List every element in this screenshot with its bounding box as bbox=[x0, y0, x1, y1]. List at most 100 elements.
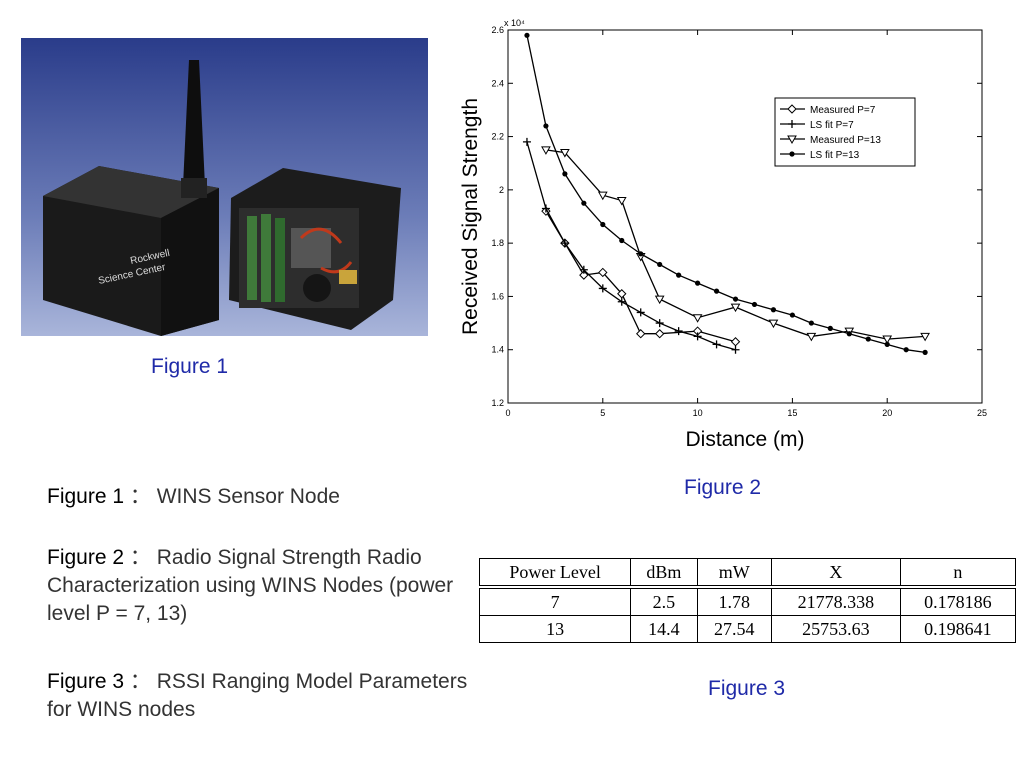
data-point-series-1 bbox=[522, 137, 531, 146]
data-point-series-2 bbox=[597, 191, 608, 201]
data-point-series-1 bbox=[598, 284, 607, 293]
description-figure-1: Figure 1 ： WINS Sensor Node bbox=[47, 483, 472, 511]
data-point-series-1 bbox=[731, 345, 740, 354]
header-mw: mW bbox=[696, 558, 773, 589]
description-label: Figure 1 bbox=[47, 485, 125, 508]
description-label: Figure 2 bbox=[47, 546, 125, 569]
data-point-series-2 bbox=[806, 332, 817, 342]
data-point-series-3 bbox=[922, 349, 928, 355]
x-tick-label: 20 bbox=[882, 408, 892, 418]
data-point-series-2 bbox=[920, 332, 930, 342]
description-label: Figure 3 bbox=[47, 670, 125, 693]
data-point-series-1 bbox=[655, 319, 664, 328]
cell-n: 0.178186 bbox=[899, 586, 1017, 616]
data-point-series-3 bbox=[562, 171, 568, 177]
legend-label: Measured P=13 bbox=[810, 135, 881, 146]
table-row: 7 2.5 1.78 21778.338 0.178186 bbox=[478, 586, 1017, 616]
description-separator: ： bbox=[129, 546, 151, 569]
x-tick-label: 5 bbox=[600, 408, 605, 418]
data-point-series-1 bbox=[712, 340, 721, 349]
cell-mw: 27.54 bbox=[696, 615, 773, 643]
y-multiplier-label: x 10⁴ bbox=[504, 18, 525, 28]
data-point-series-1 bbox=[560, 239, 569, 248]
header-dbm: dBm bbox=[630, 558, 698, 589]
cell-x: 25753.63 bbox=[771, 615, 901, 643]
legend-marker bbox=[789, 151, 795, 157]
data-point-series-3 bbox=[732, 296, 739, 302]
data-point-series-1 bbox=[636, 308, 645, 317]
y-axis-label: Received Signal Strength bbox=[459, 98, 482, 335]
data-point-series-1 bbox=[674, 327, 683, 336]
y-tick-label: 1.4 bbox=[491, 345, 504, 355]
data-point-series-3 bbox=[808, 320, 814, 326]
description-text: WINS Sensor Node bbox=[156, 485, 340, 508]
series-line-0 bbox=[545, 210, 736, 343]
cell-n: 0.198641 bbox=[899, 615, 1017, 643]
data-point-series-2 bbox=[692, 314, 703, 323]
y-tick-label: 2 bbox=[499, 185, 504, 195]
cell-power-level: 7 bbox=[478, 586, 632, 616]
data-point-series-3 bbox=[903, 347, 909, 353]
legend-label: LS fit P=7 bbox=[810, 120, 854, 131]
data-point-series-0 bbox=[730, 337, 741, 347]
data-point-series-3 bbox=[695, 280, 701, 286]
table-header-row: Power Level dBm mW X n bbox=[478, 558, 1017, 589]
data-point-series-3 bbox=[751, 301, 758, 308]
table-row: 13 14.4 27.54 25753.63 0.198641 bbox=[478, 615, 1017, 643]
data-point-series-1 bbox=[693, 332, 702, 341]
data-point-series-1 bbox=[579, 265, 588, 274]
cell-x: 21778.338 bbox=[771, 586, 901, 616]
data-point-series-3 bbox=[581, 200, 587, 206]
description-figure-3: Figure 3 ： RSSI Ranging Model Parameters… bbox=[47, 668, 472, 724]
data-point-series-3 bbox=[846, 331, 852, 337]
series-line-1 bbox=[526, 141, 736, 351]
header-n: n bbox=[899, 558, 1017, 589]
data-point-series-1 bbox=[617, 297, 626, 306]
figure-1-caption: Figure 1 bbox=[151, 355, 229, 378]
x-tick-label: 25 bbox=[977, 408, 987, 418]
cell-dbm: 2.5 bbox=[630, 586, 698, 616]
x-tick-label: 10 bbox=[693, 408, 703, 418]
data-point-series-3 bbox=[543, 123, 549, 129]
data-point-series-0 bbox=[598, 267, 608, 278]
data-point-series-2 bbox=[654, 295, 665, 305]
description-figure-2: Figure 2 ： Radio Signal Strength Radio C… bbox=[47, 544, 472, 628]
data-point-series-3 bbox=[524, 32, 530, 38]
data-point-series-3 bbox=[657, 261, 663, 268]
figure-2-caption: Figure 2 bbox=[684, 476, 762, 499]
rssi-parameters-table: Power Level dBm mW X n 7 2.5 1.78 21778.… bbox=[478, 558, 1017, 643]
data-point-series-3 bbox=[600, 221, 606, 228]
data-point-series-3 bbox=[676, 272, 682, 278]
wins-sensor-node-photo: Rockwell Science Center bbox=[21, 38, 428, 336]
description-separator: ： bbox=[129, 485, 151, 508]
y-tick-label: 1.6 bbox=[491, 291, 504, 301]
data-point-series-2 bbox=[541, 146, 551, 155]
header-power-level: Power Level bbox=[478, 558, 632, 589]
data-point-series-1 bbox=[541, 204, 550, 213]
legend-label: Measured P=7 bbox=[810, 105, 876, 116]
description-text: Radio Signal Strength Radio Characteriza… bbox=[47, 546, 454, 625]
legend-marker bbox=[787, 104, 797, 114]
cell-mw: 1.78 bbox=[696, 586, 773, 616]
cell-power-level: 13 bbox=[478, 615, 632, 643]
legend-marker bbox=[788, 120, 796, 128]
data-point-series-2 bbox=[616, 197, 627, 206]
data-point-series-2 bbox=[768, 319, 779, 329]
data-point-series-0 bbox=[579, 270, 589, 280]
data-point-series-3 bbox=[713, 288, 720, 294]
legend-label: LS fit P=13 bbox=[810, 150, 860, 161]
x-tick-label: 0 bbox=[505, 408, 510, 418]
data-point-series-3 bbox=[865, 336, 871, 342]
x-tick-label: 15 bbox=[787, 408, 797, 418]
data-point-series-3 bbox=[884, 341, 890, 347]
y-tick-label: 2.6 bbox=[491, 25, 504, 35]
data-point-series-3 bbox=[619, 237, 625, 244]
description-text: RSSI Ranging Model Parameters for WINS n… bbox=[47, 670, 468, 721]
data-point-series-3 bbox=[770, 307, 777, 313]
data-point-series-3 bbox=[638, 251, 644, 257]
data-point-series-2 bbox=[560, 149, 570, 158]
plot-frame bbox=[507, 29, 983, 404]
data-point-series-2 bbox=[882, 335, 893, 345]
description-separator: ： bbox=[129, 670, 151, 693]
